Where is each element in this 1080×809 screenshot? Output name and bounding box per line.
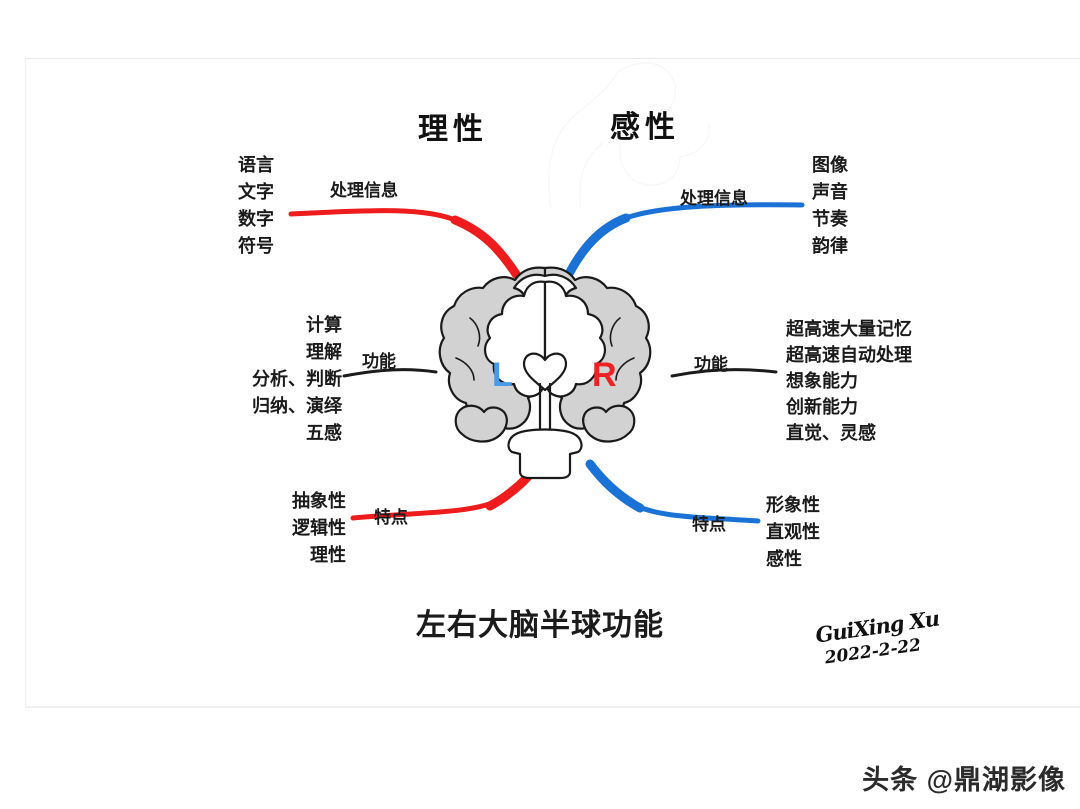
branch-label-trait-right: 特点 [692, 515, 726, 534]
list-item: 韵律 [812, 236, 848, 256]
list-item: 符号 [238, 236, 274, 256]
list-item: 超高速大量记忆 [786, 319, 912, 339]
list-item: 直觉、灵感 [786, 423, 876, 443]
branch-label-processing-right: 处理信息 [680, 189, 748, 208]
list-item: 图像 [812, 155, 848, 175]
branch-label-processing-left: 处理信息 [330, 181, 398, 200]
right-trait-list: 形象性 直观性 感性 [766, 492, 820, 573]
source-watermark: 头条 @鼎湖影像 [862, 765, 1066, 795]
list-item: 语言 [238, 155, 274, 175]
list-item: 感性 [766, 549, 802, 569]
list-item: 归纳、演绎 [252, 396, 342, 416]
left-trait-list: 抽象性 逻辑性 理性 [252, 488, 346, 569]
right-function-list: 超高速大量记忆 超高速自动处理 想象能力 创新能力 直觉、灵感 [786, 316, 912, 446]
right-processing-list: 图像 声音 节奏 韵律 [812, 152, 848, 260]
brain-illustration-icon [438, 266, 652, 480]
list-item: 理解 [306, 342, 342, 362]
heading-right-hemisphere: 感性 [610, 110, 680, 145]
list-item: 数字 [238, 209, 274, 229]
list-item: 文字 [238, 182, 274, 202]
list-item: 逻辑性 [292, 518, 346, 538]
list-item: 五感 [306, 423, 342, 443]
left-processing-list: 语言 文字 数字 符号 [238, 152, 274, 260]
hemisphere-letter-left: L [492, 356, 513, 394]
list-item: 超高速自动处理 [786, 345, 912, 365]
branch-label-function-left: 功能 [362, 352, 396, 371]
left-function-list: 计算 理解 分析、判断 归纳、演绎 五感 [230, 312, 342, 447]
branch-label-trait-left: 特点 [374, 508, 408, 527]
list-item: 分析、判断 [252, 369, 342, 389]
branch-label-function-right: 功能 [694, 355, 728, 374]
hemisphere-letter-right: R [592, 356, 617, 394]
list-item: 直观性 [766, 522, 820, 542]
list-item: 抽象性 [292, 491, 346, 511]
heading-left-hemisphere: 理性 [418, 112, 488, 147]
list-item: 节奏 [812, 209, 848, 229]
list-item: 声音 [812, 182, 848, 202]
list-item: 想象能力 [786, 371, 858, 391]
diagram-title: 左右大脑半球功能 [416, 609, 664, 642]
list-item: 形象性 [766, 495, 820, 515]
list-item: 理性 [310, 545, 346, 565]
list-item: 计算 [306, 315, 342, 335]
list-item: 创新能力 [786, 397, 858, 417]
